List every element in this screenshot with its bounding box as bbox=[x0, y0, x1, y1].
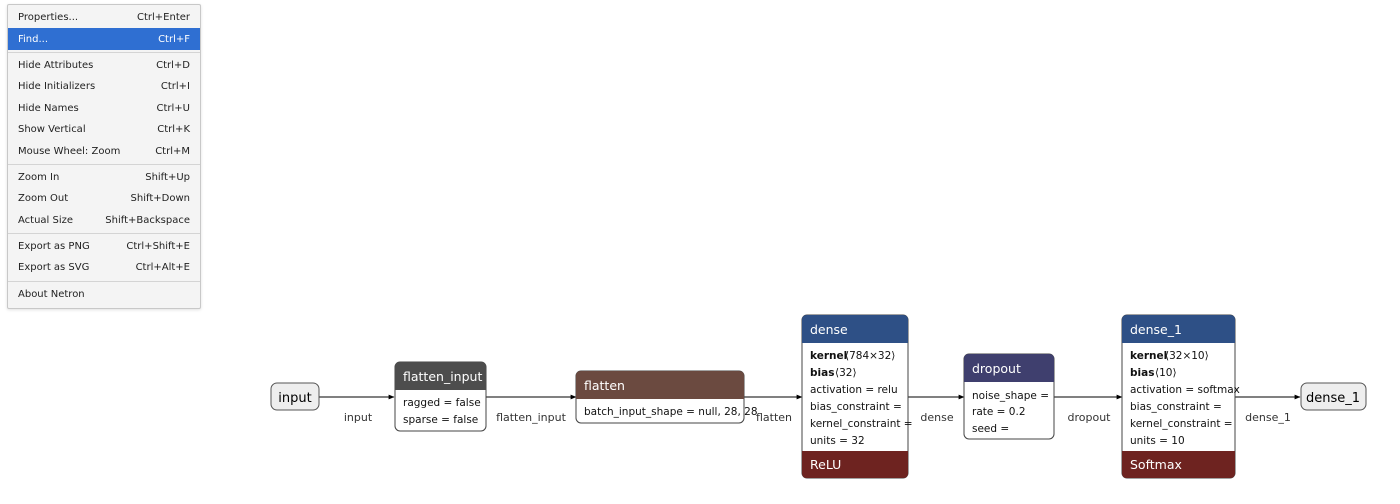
menu-item-shortcut: Ctrl+M bbox=[155, 145, 190, 157]
edges: input flatten_input flatten dense dropou… bbox=[319, 394, 1301, 424]
menu-item-zoom-out[interactable]: Zoom Out Shift+Down bbox=[8, 188, 200, 209]
node-header bbox=[802, 315, 908, 343]
menu-item-label: Zoom In bbox=[18, 171, 60, 183]
menu-item-shortcut: Shift+Down bbox=[130, 193, 190, 205]
node-attribute: noise_shape = bbox=[972, 390, 1049, 402]
menu-item-shortcut: Ctrl+U bbox=[156, 102, 191, 114]
menu-item-label: Hide Attributes bbox=[18, 59, 94, 71]
edge-label-dense-1: dense_1 bbox=[1245, 411, 1291, 424]
context-menu: Properties... Ctrl+Enter Find... Ctrl+F … bbox=[7, 4, 201, 309]
menu-item-shortcut: Ctrl+Alt+E bbox=[135, 262, 190, 274]
menu-item-shortcut: Ctrl+D bbox=[156, 59, 190, 71]
node-attribute: kernel_constraint = bbox=[1130, 418, 1233, 430]
menu-item-label: Export as PNG bbox=[18, 241, 90, 253]
node-title: flatten bbox=[584, 378, 625, 393]
menu-item-shortcut: Ctrl+Enter bbox=[136, 12, 190, 24]
menu-separator bbox=[8, 51, 200, 53]
menu-item-shortcut: Shift+Backspace bbox=[105, 214, 190, 226]
menu-item-hide-initializers[interactable]: Hide Initializers Ctrl+I bbox=[8, 76, 200, 97]
node-title: dense_1 bbox=[1130, 322, 1182, 337]
node-activation-label: Softmax bbox=[1130, 457, 1182, 472]
menu-item-properties[interactable]: Properties... Ctrl+Enter bbox=[8, 7, 200, 28]
node-header bbox=[576, 371, 744, 399]
node-attribute: batch_input_shape = null, 28, 28 bbox=[584, 406, 758, 418]
node-attribute: rate = 0.2 bbox=[972, 406, 1026, 418]
menu-separator bbox=[8, 280, 200, 282]
menu-separator bbox=[8, 163, 200, 165]
edge-label-dropout: dropout bbox=[1068, 411, 1112, 424]
menu-item-zoom-in[interactable]: Zoom In Shift+Up bbox=[8, 167, 200, 188]
menu-item-shortcut: Ctrl+Shift+E bbox=[126, 241, 190, 253]
menu-item-label: Find... bbox=[18, 33, 49, 45]
menu-item-label: About Netron bbox=[18, 288, 85, 300]
node-weight-shape: ⟨10⟩ bbox=[1155, 367, 1177, 379]
node-attribute: units = 10 bbox=[1130, 435, 1185, 447]
menu-item-export-svg[interactable]: Export as SVG Ctrl+Alt+E bbox=[8, 257, 200, 278]
graph-input-label: input bbox=[278, 391, 311, 406]
node-activation-label: ReLU bbox=[810, 457, 841, 472]
menu-item-export-png[interactable]: Export as PNG Ctrl+Shift+E bbox=[8, 236, 200, 257]
graph-output-node[interactable]: dense_1 bbox=[1300, 382, 1367, 411]
menu-item-shortcut: Ctrl+F bbox=[158, 33, 190, 45]
node-dense-1[interactable]: dense_1 kernel ⟨32×10⟩ bias ⟨10⟩ activat… bbox=[1121, 314, 1240, 479]
menu-item-shortcut: Ctrl+I bbox=[160, 81, 190, 93]
menu-item-label: Hide Names bbox=[18, 102, 79, 114]
node-attribute: activation = softmax bbox=[1130, 384, 1240, 396]
menu-item-mouse-wheel-zoom[interactable]: Mouse Wheel: Zoom Ctrl+M bbox=[8, 140, 200, 161]
graph-output-label: dense_1 bbox=[1306, 391, 1360, 406]
node-weight-shape: ⟨784×32⟩ bbox=[845, 350, 895, 362]
menu-item-label: Actual Size bbox=[18, 214, 74, 226]
node-header bbox=[964, 354, 1054, 382]
menu-item-shortcut: Ctrl+K bbox=[157, 124, 190, 136]
node-title: dense bbox=[810, 322, 848, 337]
graph-input-node[interactable]: input bbox=[270, 382, 320, 411]
node-flatten[interactable]: flatten batch_input_shape = null, 28, 28 bbox=[575, 370, 758, 424]
menu-item-label: Properties... bbox=[18, 12, 79, 24]
edge-label-flatten: flatten bbox=[756, 411, 792, 424]
node-flatten-input[interactable]: flatten_input ragged = false sparse = fa… bbox=[394, 361, 487, 432]
node-attribute: units = 32 bbox=[810, 435, 865, 447]
node-dropout[interactable]: dropout noise_shape = rate = 0.2 seed = bbox=[963, 353, 1055, 440]
edge-label-input: input bbox=[344, 411, 373, 424]
menu-item-label: Hide Initializers bbox=[18, 81, 96, 93]
menu-item-hide-names[interactable]: Hide Names Ctrl+U bbox=[8, 98, 200, 119]
node-attribute: seed = bbox=[972, 423, 1009, 435]
node-activation bbox=[1122, 451, 1235, 478]
menu-separator bbox=[8, 232, 200, 234]
node-title: dropout bbox=[972, 361, 1021, 376]
node-weight-shape: ⟨32×10⟩ bbox=[1165, 350, 1209, 362]
node-header bbox=[1122, 315, 1235, 343]
node-attribute: bias_constraint = bbox=[1130, 401, 1222, 413]
menu-item-label: Show Vertical bbox=[18, 124, 86, 136]
node-attribute: sparse = false bbox=[403, 414, 478, 426]
node-title: flatten_input bbox=[403, 369, 482, 384]
menu-item-find[interactable]: Find... Ctrl+F bbox=[8, 28, 200, 50]
node-weight-name: kernel bbox=[1130, 350, 1167, 362]
menu-item-about-netron[interactable]: About Netron bbox=[8, 284, 200, 305]
menu-item-label: Export as SVG bbox=[18, 262, 90, 274]
menu-item-label: Mouse Wheel: Zoom bbox=[18, 145, 121, 157]
node-attribute: activation = relu bbox=[810, 384, 898, 396]
node-attribute: kernel_constraint = bbox=[810, 418, 913, 430]
menu-item-hide-attributes[interactable]: Hide Attributes Ctrl+D bbox=[8, 55, 200, 76]
menu-item-actual-size[interactable]: Actual Size Shift+Backspace bbox=[8, 210, 200, 231]
node-weight-name: bias bbox=[810, 367, 834, 379]
node-attribute: ragged = false bbox=[403, 397, 481, 409]
node-header bbox=[395, 362, 486, 390]
menu-item-shortcut: Shift+Up bbox=[145, 171, 190, 183]
node-dense[interactable]: dense kernel ⟨784×32⟩ bias ⟨32⟩ activati… bbox=[801, 314, 913, 479]
node-activation bbox=[802, 451, 908, 478]
edge-label-flatten-input: flatten_input bbox=[496, 411, 567, 424]
edge-label-dense: dense bbox=[920, 411, 953, 424]
node-weight-shape: ⟨32⟩ bbox=[835, 367, 857, 379]
menu-item-label: Zoom Out bbox=[18, 193, 69, 205]
menu-item-show-vertical[interactable]: Show Vertical Ctrl+K bbox=[8, 119, 200, 140]
node-attribute: bias_constraint = bbox=[810, 401, 902, 413]
node-weight-name: kernel bbox=[810, 350, 847, 362]
node-weight-name: bias bbox=[1130, 367, 1154, 379]
